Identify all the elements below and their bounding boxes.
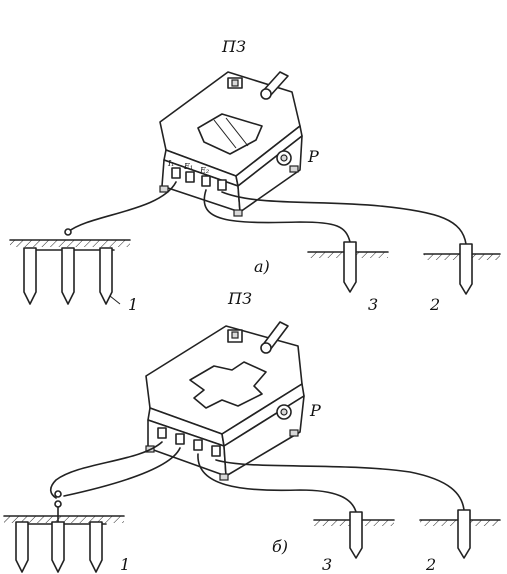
- switch-label-a: ПЗ: [221, 37, 246, 56]
- knob-label-b: Р: [309, 401, 321, 420]
- ground-electrode-group-1-a: [9, 228, 131, 305]
- wire-b-2: [63, 447, 181, 497]
- switch-label-b: ПЗ: [227, 289, 252, 308]
- wire-b-1: [49, 441, 163, 499]
- terminal-e1: [185, 171, 195, 183]
- ground-electrode-group-1-b: [3, 490, 125, 573]
- terminal-label-e2: E₂: [199, 166, 209, 175]
- panel-caption-b: б): [272, 537, 288, 556]
- terminal-b-2: [175, 433, 185, 445]
- terminal-b-3: [193, 439, 203, 451]
- electrode-label-2-b: 2: [425, 555, 436, 574]
- terminal-e2: [201, 175, 211, 187]
- knob-label-a: Р: [307, 147, 319, 166]
- electrode-label-1-b: 1: [120, 555, 130, 574]
- ground-electrode-2-b: [419, 509, 501, 559]
- instrument-box-a: I₁ E₁ E₂: [159, 71, 303, 217]
- panel-caption-a: а): [254, 257, 270, 276]
- wire-a-2: [221, 191, 467, 245]
- terminal-label-i1: I₁: [167, 159, 174, 168]
- electrode-label-2-a: 2: [429, 295, 440, 314]
- terminal-4: [217, 179, 227, 191]
- terminal-i1: [171, 167, 181, 179]
- ground-electrode-3-a: [307, 241, 389, 293]
- terminal-b-1: [157, 427, 167, 439]
- ground-electrode-2-a: [423, 243, 501, 295]
- instrument-box-b: [145, 321, 305, 481]
- terminal-b-4: [211, 445, 221, 457]
- electrode-label-3-b: 3: [322, 555, 332, 574]
- terminal-label-e1: E₁: [183, 162, 193, 171]
- panel-a: I₁ E₁ E₂ ПЗ Р: [9, 37, 501, 314]
- electrode-label-3-a: 3: [368, 295, 378, 314]
- electrode-label-1-a: 1: [128, 295, 138, 314]
- wire-b-4: [215, 459, 465, 511]
- wire-a-3: [203, 189, 351, 243]
- wire-b-3: [197, 453, 357, 513]
- panel-b: ПЗ Р 1 3: [3, 289, 501, 574]
- ground-electrode-3-b: [313, 511, 395, 559]
- wire-a-1: [67, 181, 177, 233]
